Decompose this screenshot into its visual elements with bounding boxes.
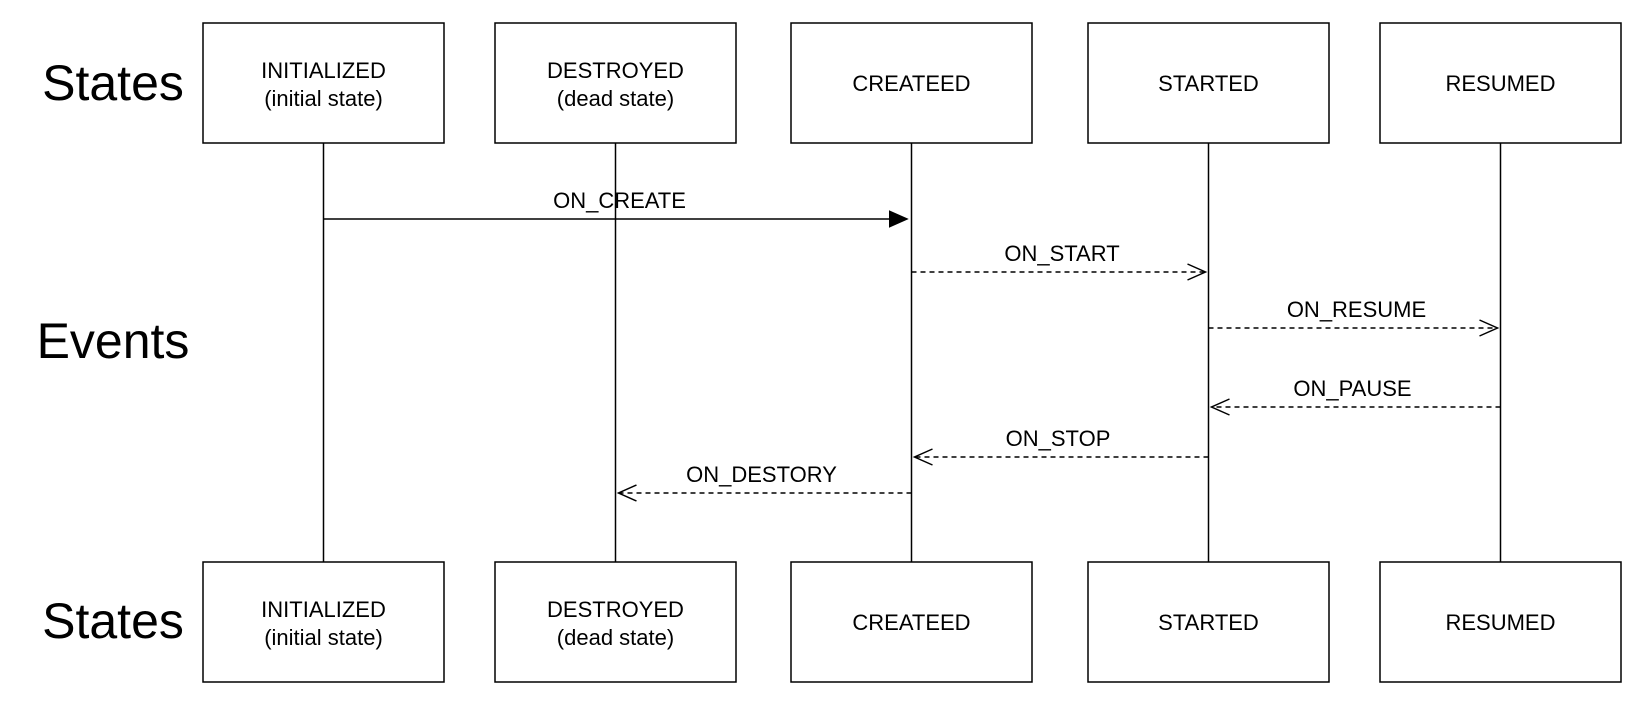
event-arrow-on_pause: ON_PAUSE (1209, 376, 1501, 416)
state-name: RESUMED (1445, 71, 1555, 96)
row-label-states-top: States (42, 55, 184, 111)
state-box-bottom-destroyed: DESTROYED (dead state) (494, 561, 737, 683)
arrowhead-open (1479, 319, 1500, 337)
arrowhead-solid (889, 210, 909, 228)
state-box-frame (202, 561, 445, 683)
state-note: (dead state) (557, 625, 674, 650)
state-box-top-started: STARTED (1087, 22, 1330, 144)
arrowhead-open (1187, 263, 1208, 281)
event-arrow-on_resume: ON_RESUME (1208, 297, 1500, 337)
row-label-events: Events (37, 313, 190, 369)
state-box-frame (1379, 561, 1622, 683)
state-box-bottom-started: STARTED (1087, 561, 1330, 683)
state-box-frame (790, 561, 1033, 683)
event-arrow-on_start: ON_START (911, 241, 1208, 281)
event-label: ON_PAUSE (1293, 376, 1411, 401)
event-label: ON_RESUME (1287, 297, 1426, 322)
state-box-top-destroyed: DESTROYED (dead state) (494, 22, 737, 144)
state-note: (initial state) (264, 86, 383, 111)
state-name: DESTROYED (547, 597, 684, 622)
event-arrows: ON_CREATE ON_START ON_RESUME ON_PAUSE ON_STO… (323, 188, 1501, 502)
state-name: DESTROYED (547, 58, 684, 83)
state-name: STARTED (1158, 71, 1259, 96)
state-box-frame (1379, 22, 1622, 144)
state-box-bottom-resumed: RESUMED (1379, 561, 1622, 683)
event-arrow-on_stop: ON_STOP (912, 426, 1209, 466)
state-name: STARTED (1158, 610, 1259, 635)
event-label: ON_DESTORY (686, 462, 837, 487)
state-box-top-initialized: INITIALIZED (initial state) (202, 22, 445, 144)
row-label-states-bottom: States (42, 593, 184, 649)
lifelines (322, 143, 1502, 562)
state-box-frame (494, 561, 737, 683)
state-box-bottom-created: CREATEED (790, 561, 1033, 683)
event-label: ON_CREATE (553, 188, 686, 213)
state-box-frame (790, 22, 1033, 144)
arrowhead-open (912, 448, 933, 466)
event-arrow-on_create: ON_CREATE (323, 188, 909, 228)
state-boxes: INITIALIZED (initial state) DESTROYED (dead… (202, 22, 1622, 683)
state-box-bottom-initialized: INITIALIZED (initial state) (202, 561, 445, 683)
state-box-frame (1087, 561, 1330, 683)
arrowhead-open (1209, 398, 1230, 416)
state-box-frame (494, 22, 737, 144)
state-name: INITIALIZED (261, 597, 386, 622)
event-arrow-on_destory: ON_DESTORY (616, 462, 912, 502)
state-box-top-resumed: RESUMED (1379, 22, 1622, 144)
state-box-frame (202, 22, 445, 144)
state-name: CREATEED (852, 71, 970, 96)
arrowhead-open (616, 484, 637, 502)
state-box-top-created: CREATEED (790, 22, 1033, 144)
state-name: INITIALIZED (261, 58, 386, 83)
event-label: ON_STOP (1006, 426, 1111, 451)
state-box-frame (1087, 22, 1330, 144)
state-name: CREATEED (852, 610, 970, 635)
state-note: (dead state) (557, 86, 674, 111)
state-note: (initial state) (264, 625, 383, 650)
state-name: RESUMED (1445, 610, 1555, 635)
event-label: ON_START (1004, 241, 1119, 266)
